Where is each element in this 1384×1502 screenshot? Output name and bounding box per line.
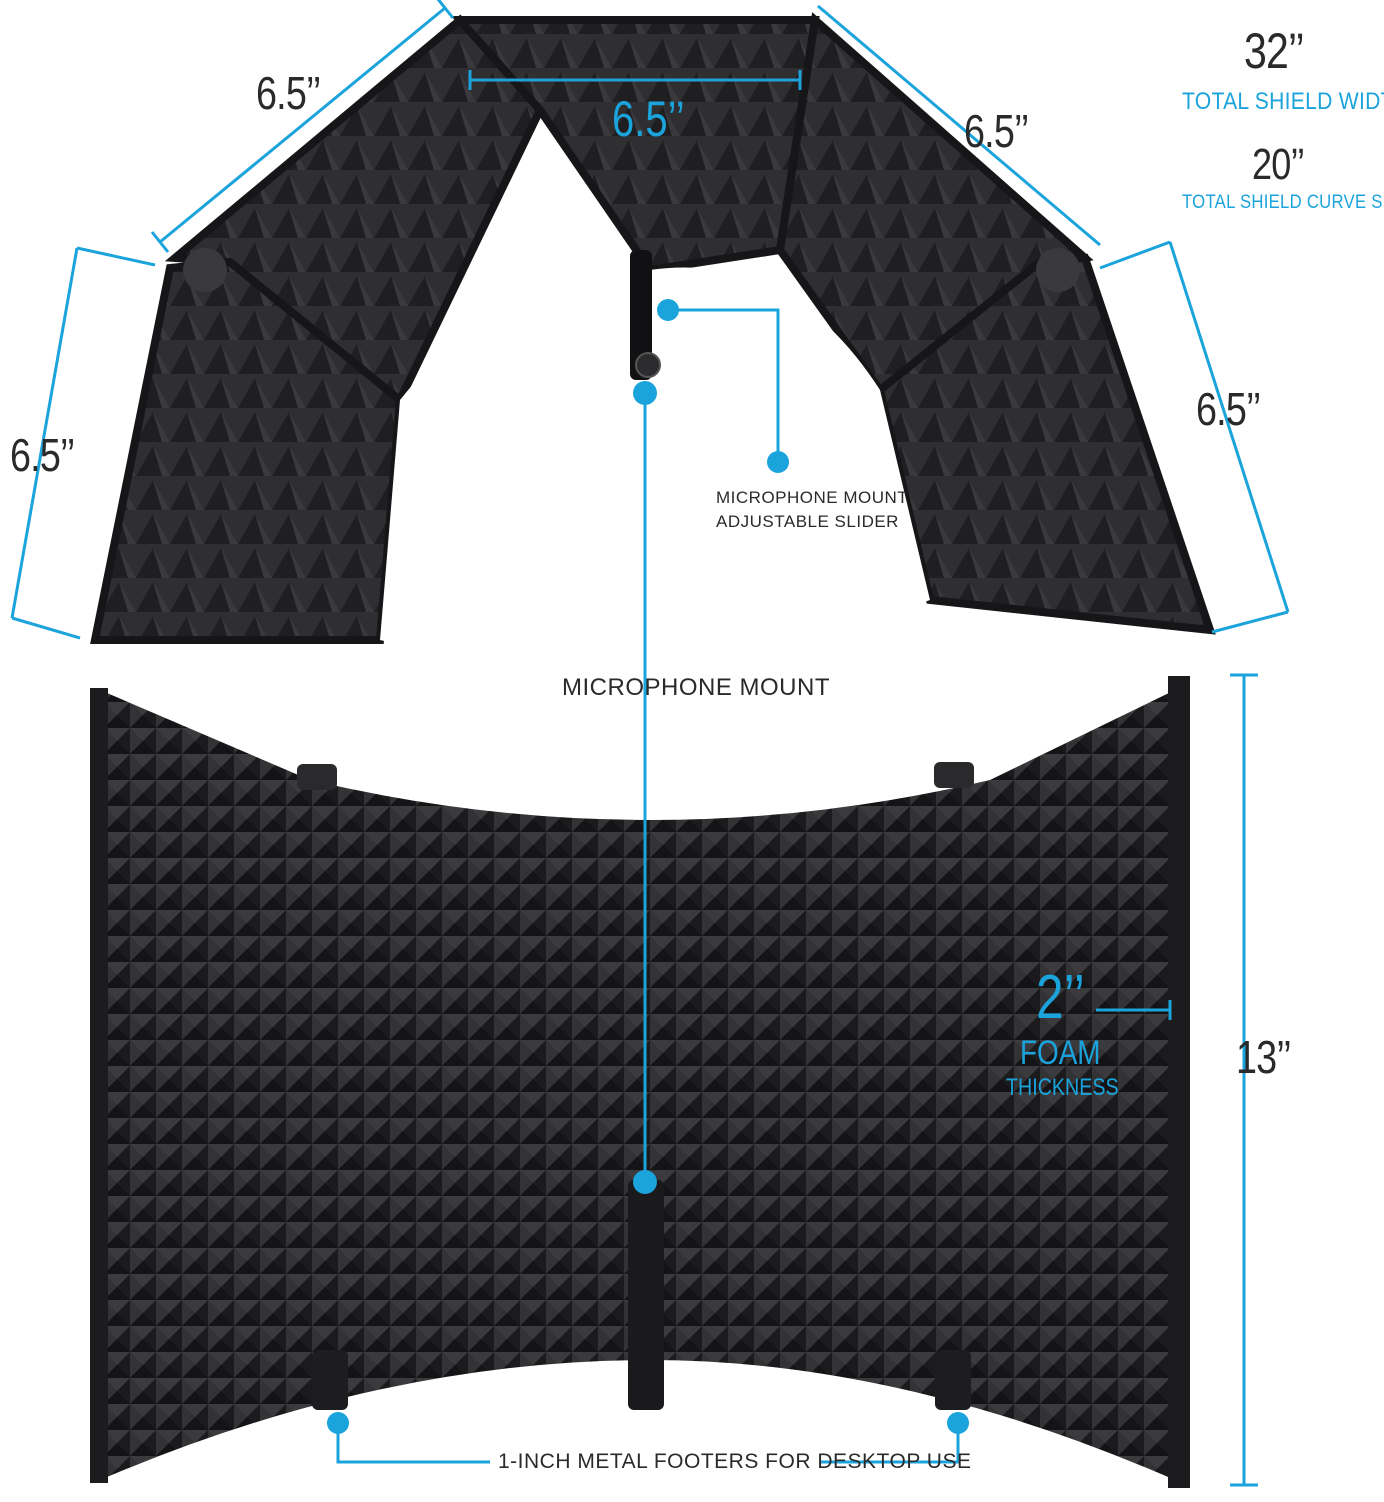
top-view-shield (90, 12, 1216, 663)
dim-top-right: 6.5’’ (964, 105, 1029, 157)
dot-slider-label (767, 451, 789, 473)
frame-right-edge (1168, 676, 1190, 1488)
dim-left-side: 6.5’’ (10, 429, 75, 481)
top-knob-right (934, 762, 974, 788)
footer-right (935, 1350, 971, 1410)
thickness-label: THICKNESS (1006, 1074, 1119, 1101)
dot-footer-right (947, 1412, 969, 1434)
total-width-value: 32’’ (1244, 23, 1305, 79)
front-view-shield (90, 676, 1190, 1488)
dot-slider (657, 299, 679, 321)
mount-slider-arm (630, 250, 652, 380)
foam-panel-center (451, 16, 820, 275)
dim-top-center: 6.5’’ (612, 91, 685, 147)
top-knob-left (297, 764, 337, 790)
foam-thickness-value: 2’’ (1036, 963, 1085, 1032)
foam-panel-right-side (875, 253, 1216, 635)
callout-dots (327, 299, 969, 1434)
footer-left (312, 1350, 348, 1410)
footers-label: 1-INCH METAL FOOTERS FOR DESKTOP USE (498, 1450, 972, 1473)
mount-slider-knob (635, 352, 661, 378)
slider-label-line1: MICROPHONE MOUNT (716, 488, 909, 507)
dot-footer-left (327, 1412, 349, 1434)
mount-label: MICROPHONE MOUNT (562, 674, 830, 701)
dot-mount-bottom (633, 1170, 657, 1194)
height-value: 13’’ (1236, 1031, 1292, 1083)
corner-cap-right (1036, 248, 1080, 292)
curve-space-value: 20’’ (1252, 140, 1305, 189)
dimension-lines (10, 0, 1290, 1487)
curve-space-label: TOTAL SHIELD CURVE SPACE (1182, 192, 1384, 213)
dim-top-left: 6.5’’ (256, 67, 321, 119)
slider-label-line2: ADJUSTABLE SLIDER (716, 512, 899, 531)
mic-mount-post (628, 1180, 664, 1410)
corner-cap-left (183, 248, 227, 292)
total-width-label: TOTAL SHIELD WIDTH (1182, 88, 1384, 115)
dim-right-side: 6.5’’ (1196, 383, 1261, 435)
foam-label: FOAM (1020, 1034, 1101, 1072)
arch-opening (380, 267, 930, 663)
dot-mount-top (633, 381, 657, 405)
foam-front-body (100, 690, 1175, 1480)
frame-left-edge (90, 688, 108, 1483)
